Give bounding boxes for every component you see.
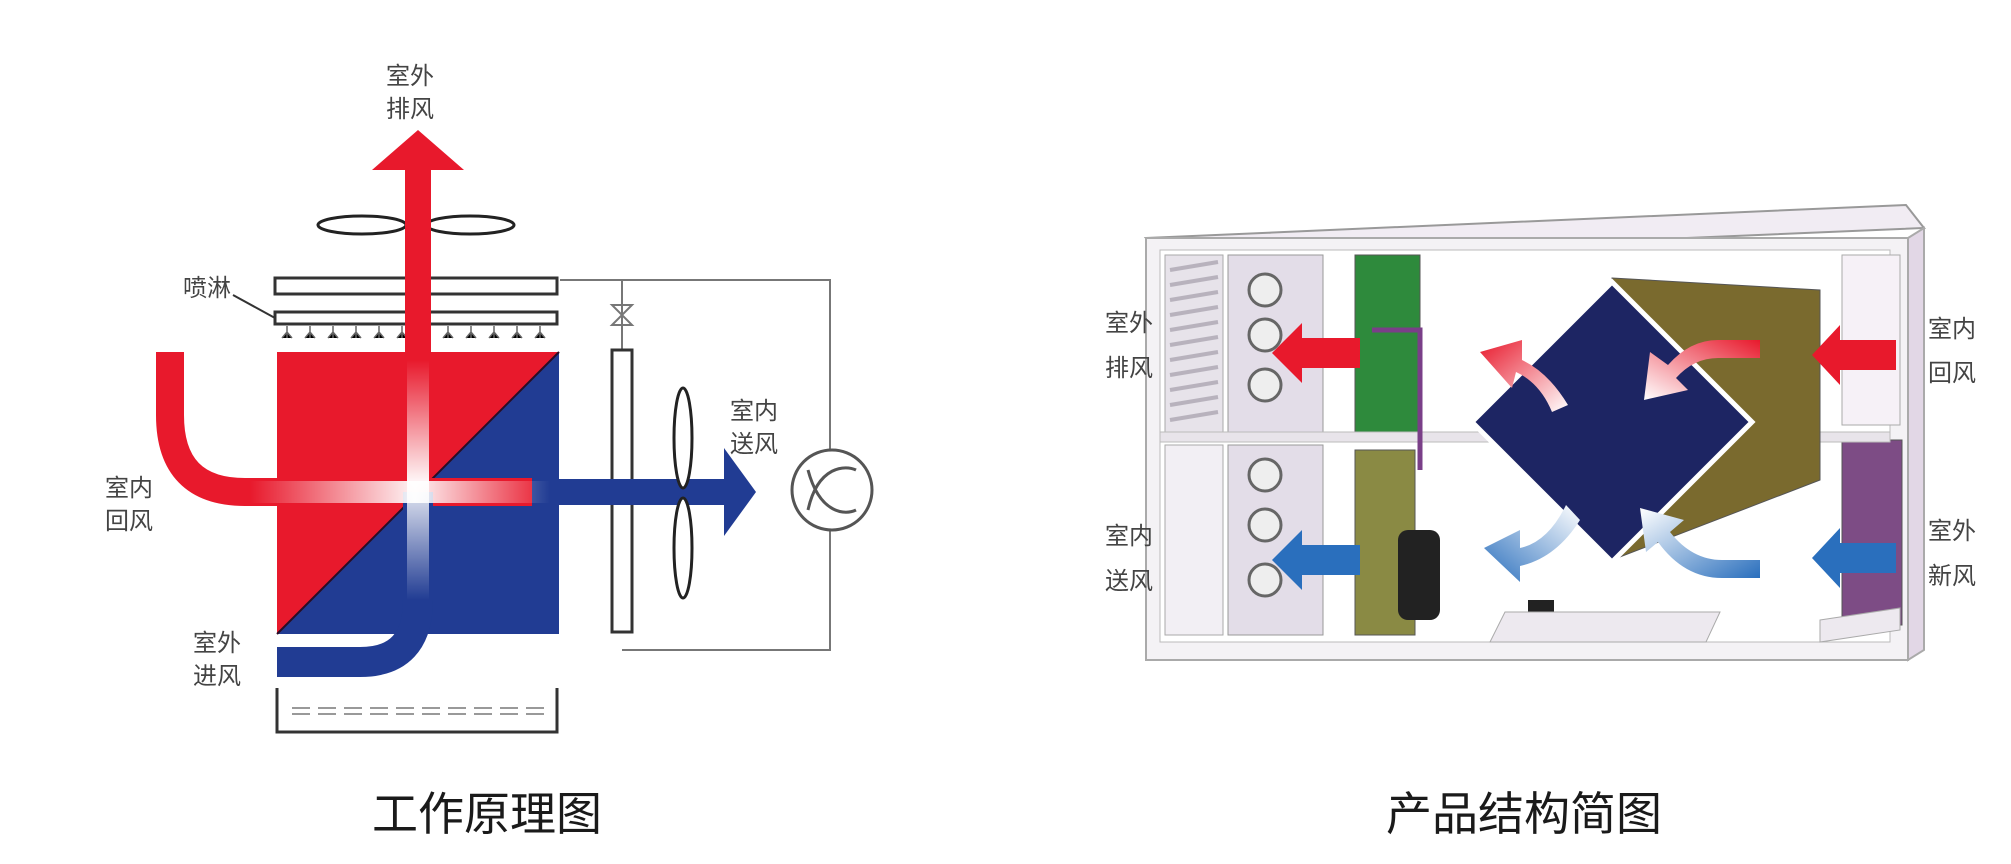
- working-principle-diagram: [156, 130, 874, 734]
- exhaust-fan-icon: [316, 214, 516, 236]
- fan-icon: [1247, 272, 1283, 308]
- fresh-air-inlet-arrow: [1812, 528, 1896, 588]
- fan-icon: [1247, 367, 1283, 403]
- exhaust-outlet-arrow: [1272, 323, 1360, 383]
- compressor-icon: [1372, 327, 1554, 622]
- fresh-air-into-core-arrow: [1640, 508, 1760, 578]
- label-return-air-line1: 室内: [105, 474, 153, 502]
- water-basin: [275, 688, 559, 734]
- caption-product-structure: 产品结构简图: [1386, 787, 1662, 841]
- fan-icon: [1247, 507, 1283, 543]
- label-fresh-air-line2: 进风: [193, 662, 241, 690]
- green-filter: [1354, 254, 1421, 436]
- return-air-inlet-arrow: [1812, 325, 1896, 385]
- label-r-exhaust-line2: 排风: [1105, 354, 1153, 382]
- return-air-flow: [156, 352, 532, 506]
- supply-outlet-arrow: [1272, 530, 1360, 590]
- refrigerant-pipe: [560, 279, 831, 651]
- label-return-air-line2: 回风: [105, 507, 153, 535]
- label-r-fresh-line1: 室外: [1928, 517, 1976, 545]
- product-structure-diagram: [1143, 203, 1926, 662]
- label-supply-air-line2: 送风: [730, 430, 778, 458]
- exhaust-from-core-arrow: [1480, 340, 1568, 412]
- label-exhaust-line1: 室外: [386, 62, 434, 90]
- supply-air-flow: [538, 479, 726, 505]
- label-exhaust-line2: 排风: [386, 95, 434, 123]
- compressor-icon: [790, 448, 874, 532]
- supply-arrow-head: [724, 448, 756, 536]
- supply-fan-icon: [672, 386, 694, 600]
- label-r-exhaust-line1: 室外: [1105, 309, 1153, 337]
- fan-icon: [1247, 317, 1283, 353]
- label-r-supply-line1: 室内: [1105, 522, 1153, 550]
- label-fresh-air-line1: 室外: [193, 629, 241, 657]
- supply-from-core-arrow: [1484, 505, 1580, 582]
- label-r-supply-line2: 送风: [1105, 567, 1153, 595]
- expansion-valve-icon: [609, 304, 635, 326]
- caption-working-principle: 工作原理图: [372, 787, 602, 841]
- heat-exchanger-core: [1468, 277, 1821, 566]
- label-r-return-line1: 室内: [1928, 315, 1976, 343]
- fan-modules: [1227, 254, 1324, 636]
- product-structure-panel: 室外 排风 室内 送风 室内 回风 室外 新风 产品结构简图: [1000, 0, 2011, 864]
- label-spray: 喷淋: [183, 274, 231, 302]
- label-r-return-line2: 回风: [1928, 359, 1976, 387]
- fan-icon: [1247, 562, 1283, 598]
- label-supply-air-line1: 室内: [730, 397, 778, 425]
- air-mixing-glow-h: [250, 481, 550, 503]
- label-r-fresh-line2: 新风: [1928, 562, 1976, 590]
- fan-icon: [1247, 457, 1283, 493]
- exhaust-arrow-head: [372, 130, 464, 170]
- purple-filter: [1841, 439, 1903, 626]
- exhaust-grille: [1164, 254, 1224, 636]
- air-mixing-glow-v: [407, 360, 429, 600]
- working-principle-panel: 室外 排风 喷淋 室内 回风 室内 送风 室外 进风 工作原理图: [0, 0, 1000, 864]
- return-air-into-core-arrow: [1644, 340, 1760, 400]
- fresh-air-flow: [277, 492, 433, 677]
